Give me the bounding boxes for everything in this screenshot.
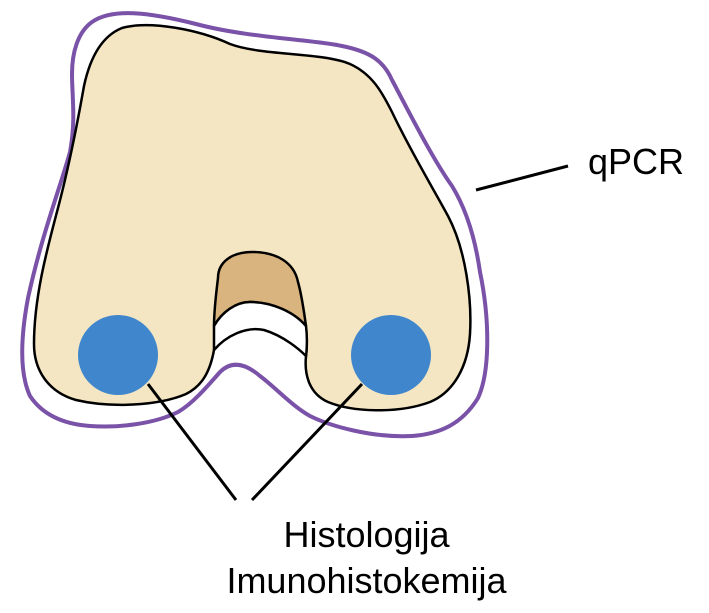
method-labels: Histologija Imunohistokemija: [0, 512, 709, 604]
leader-line-qpcr: [476, 166, 568, 190]
immunohistochemistry-label: Imunohistokemija: [24, 558, 709, 604]
qpcr-label: qPCR: [588, 144, 684, 180]
histology-label: Histologija: [24, 512, 709, 558]
leader-line-right-sample: [252, 384, 362, 500]
sample-circle-left: [78, 315, 158, 395]
sample-circle-right: [351, 315, 431, 395]
